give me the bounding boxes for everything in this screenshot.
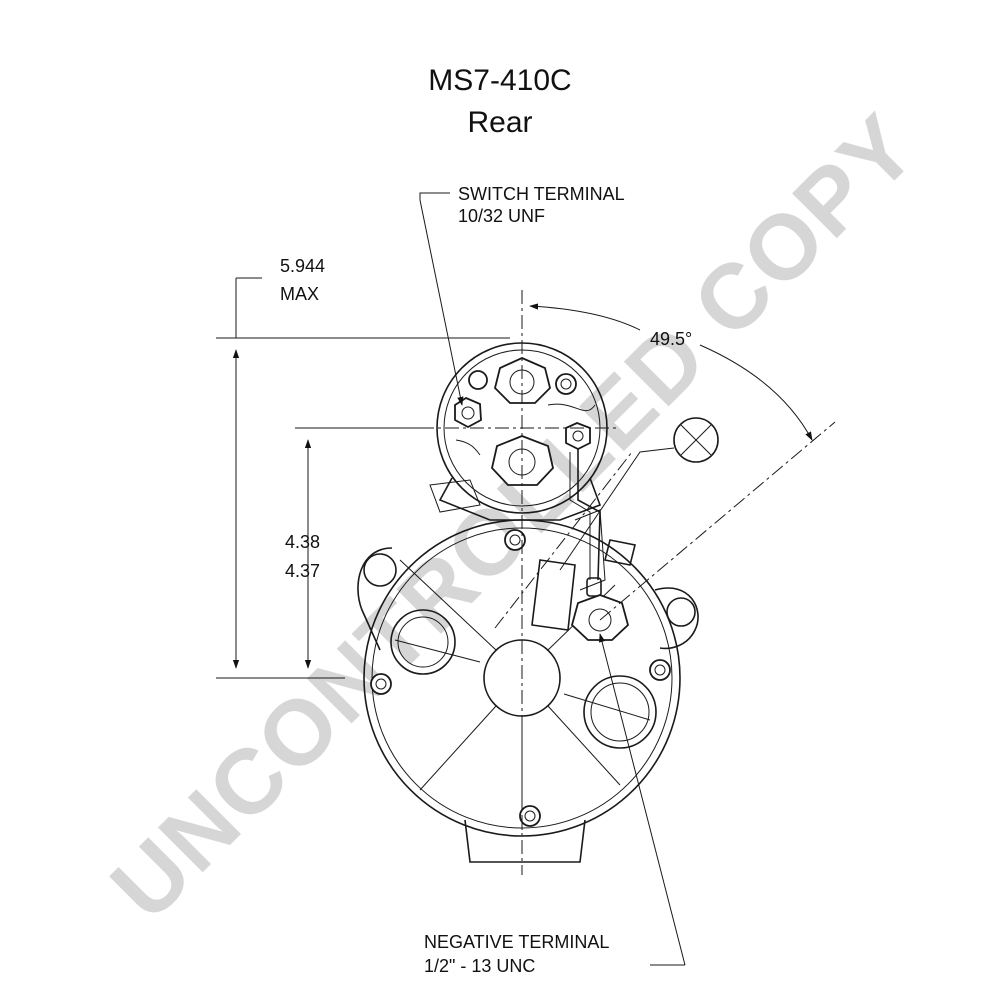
angled-centerline	[494, 451, 633, 629]
crossed-circle-icon	[559, 417, 719, 571]
switch-terminal-label-line1: SWITCH TERMINAL	[458, 184, 625, 204]
housing-bolt-icon	[649, 659, 671, 681]
angle-value: 49.5°	[650, 329, 692, 349]
angle-dimension: 49.5°	[529, 303, 813, 441]
center-height-upper: 4.38	[285, 532, 320, 552]
center-height-lower: 4.37	[285, 561, 320, 581]
solenoid	[429, 342, 608, 597]
housing-bolt-icon	[519, 805, 541, 827]
center-height-dimension: 4.38 4.37	[285, 427, 430, 669]
negative-terminal-nut-icon	[570, 594, 630, 641]
overall-height-dimension: 5.944 MAX	[216, 256, 510, 679]
overall-height-qualifier: MAX	[280, 284, 319, 304]
switch-terminal-nut-icon	[454, 396, 482, 429]
negative-terminal-callout: NEGATIVE TERMINAL 1/2" - 13 UNC	[424, 633, 686, 976]
view-title: Rear	[467, 106, 532, 139]
overall-height-value: 5.944	[280, 256, 325, 276]
switch-terminal-callout: SWITCH TERMINAL 10/32 UNF	[419, 184, 625, 406]
model-title: MS7-410C	[428, 64, 571, 97]
right-terminal-nut-icon	[565, 422, 591, 451]
housing-bolt-icon	[370, 673, 392, 695]
angled-centerline-ext	[599, 421, 836, 621]
negative-terminal-label-line2: 1/2" - 13 UNC	[424, 956, 535, 976]
switch-terminal-label-line2: 10/32 UNF	[458, 206, 545, 226]
housing-bolt-icon	[504, 529, 526, 551]
negative-terminal-label-line1: NEGATIVE TERMINAL	[424, 932, 609, 952]
